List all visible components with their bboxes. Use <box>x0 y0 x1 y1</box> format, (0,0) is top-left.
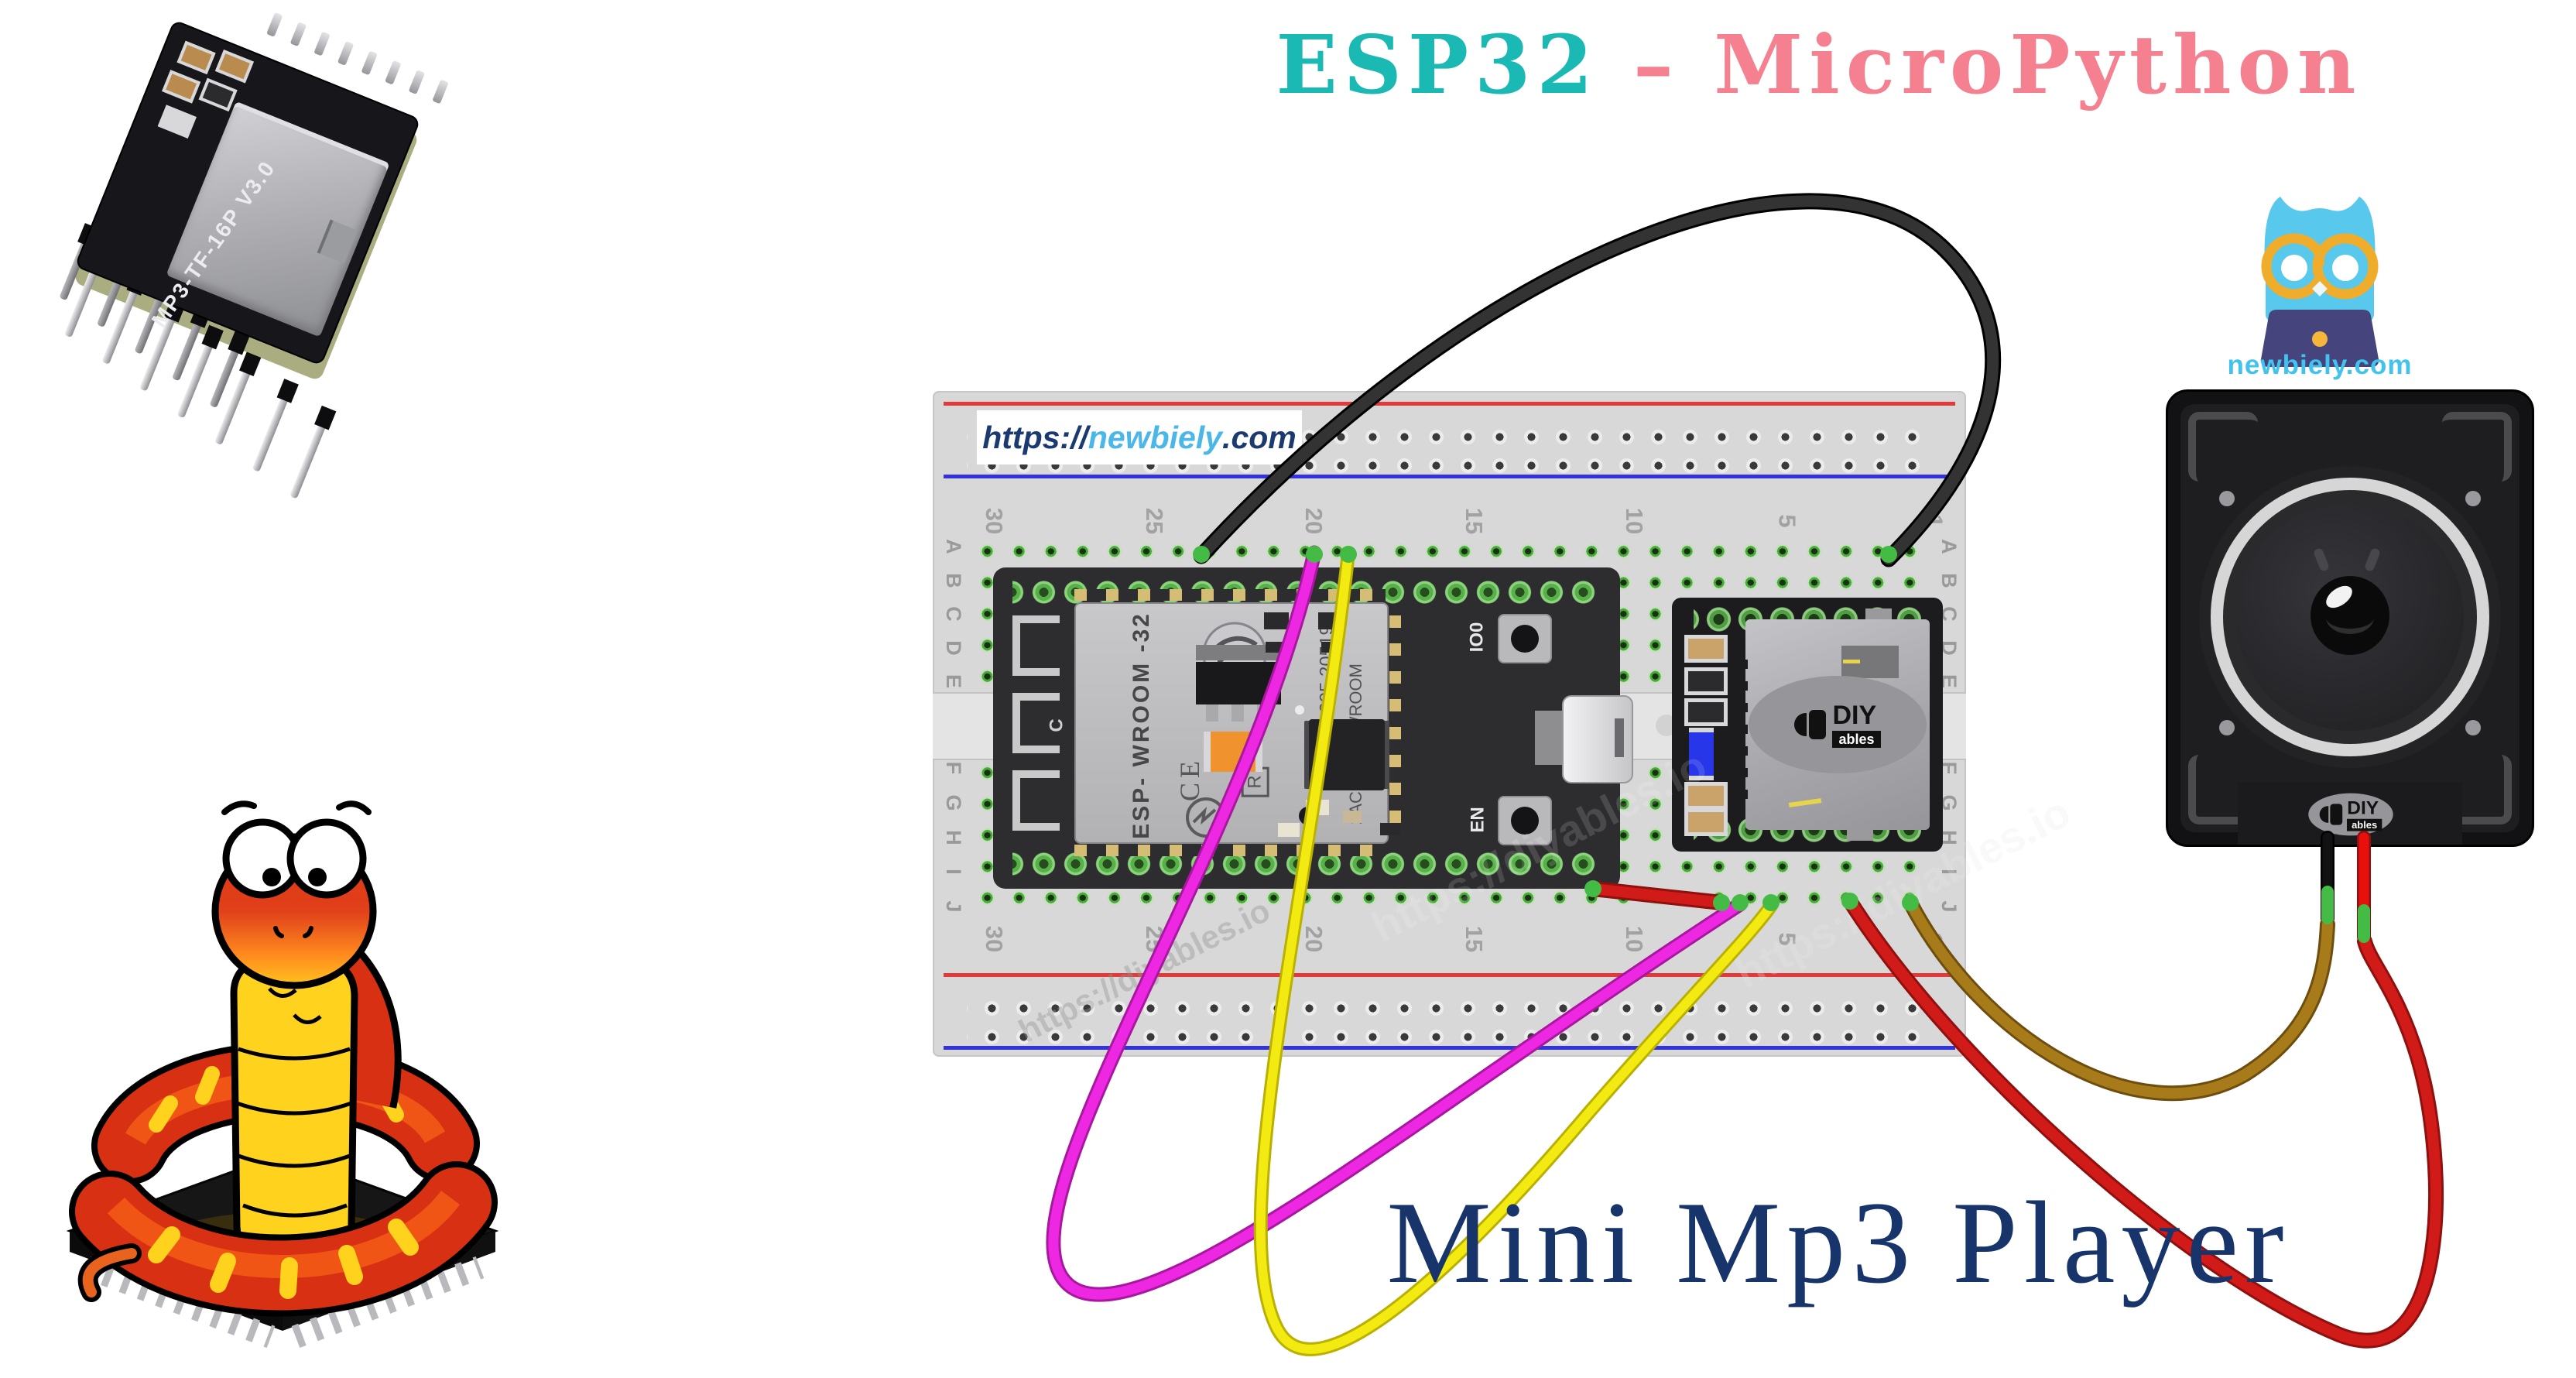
regulator-tab <box>1196 645 1281 660</box>
screw <box>2219 720 2235 735</box>
boot-button <box>1498 614 1552 663</box>
snake-scales <box>148 1219 419 1299</box>
wire-red-speaker <box>1842 893 2444 1349</box>
python-snake-mascot <box>66 800 499 1349</box>
micro-usb-port <box>1562 695 1633 783</box>
pcb-antenna <box>1012 615 1060 831</box>
snake-eyebrows <box>221 800 372 815</box>
wire-red-short <box>1585 881 1729 910</box>
owl-eye <box>2281 255 2307 281</box>
url-site: newbiely <box>1088 419 1223 455</box>
sd-spring-teeth <box>1738 660 1748 799</box>
diyables-icon <box>1794 710 1827 739</box>
resistor <box>1684 635 1728 663</box>
diyables-subtext: ables <box>1832 730 1881 748</box>
wire-yellow <box>1253 546 1778 1356</box>
caption: Mini Mp3 Player <box>1386 1177 2290 1308</box>
diyables-logo: DIY ables <box>2308 793 2393 836</box>
corner-bracket <box>2442 755 2512 824</box>
wire-black <box>1193 193 2002 567</box>
diyables-logo: DIY ables <box>1749 676 1927 773</box>
micro-sd-slot: DIY ables <box>1745 619 1930 830</box>
url-protocol: https:// <box>982 419 1088 455</box>
diyables-text: DIY <box>2347 797 2379 818</box>
power-rail-red-top <box>944 402 1955 406</box>
corner-bracket <box>2188 755 2258 824</box>
snake-tail <box>82 1248 137 1297</box>
screw <box>2465 491 2481 506</box>
screw <box>2219 491 2235 506</box>
resistor <box>1684 782 1728 810</box>
smd-component <box>1684 698 1728 726</box>
chip-pins <box>291 1256 485 1349</box>
speaker: DIY ables <box>2166 389 2534 847</box>
dust-cap-shine <box>2326 601 2374 634</box>
page-title: ESP32 – MicroPython <box>1107 17 2531 112</box>
mp3-player-module: DIY ables <box>1672 598 1943 852</box>
diyables-text: DIY <box>1832 700 1877 730</box>
chip-pins <box>82 1256 276 1349</box>
screw <box>2465 720 2481 735</box>
diyables-subtext: ables <box>2347 818 2382 831</box>
castellated-pads-right <box>1389 615 1401 832</box>
power-rail-blue-top <box>944 475 1955 478</box>
breadboard-url-label: https://newbiely.com <box>977 410 1302 464</box>
regulator-leg <box>1231 704 1244 722</box>
capacitor-blue <box>1689 728 1714 780</box>
reset-button <box>1498 796 1552 845</box>
power-rail-red-bottom <box>944 973 1955 977</box>
owl-beak <box>2312 281 2328 297</box>
corner-bracket <box>2188 412 2258 482</box>
brand-name: newbiely.com <box>2227 350 2413 380</box>
wire-magenta <box>1046 545 1748 1302</box>
wire-brown <box>1903 895 2335 1102</box>
diyables-icon <box>2320 804 2343 825</box>
laptop-dot <box>2312 331 2328 347</box>
resistor <box>1684 808 1728 836</box>
corner-bracket <box>2442 412 2512 482</box>
power-rail-blue-bottom <box>944 1046 1955 1050</box>
owl-eye <box>2332 255 2358 281</box>
url-tld: .com <box>1222 419 1297 455</box>
title-esp32: ESP32 <box>1276 17 1633 112</box>
breadboard-connection-points <box>1193 546 1919 911</box>
smd-component <box>1684 667 1728 695</box>
owl-logo <box>2260 197 2379 367</box>
regulator-leg <box>1206 704 1218 722</box>
white-dot <box>1295 705 1304 715</box>
title-micropython: – MicroPython <box>1632 17 2362 112</box>
